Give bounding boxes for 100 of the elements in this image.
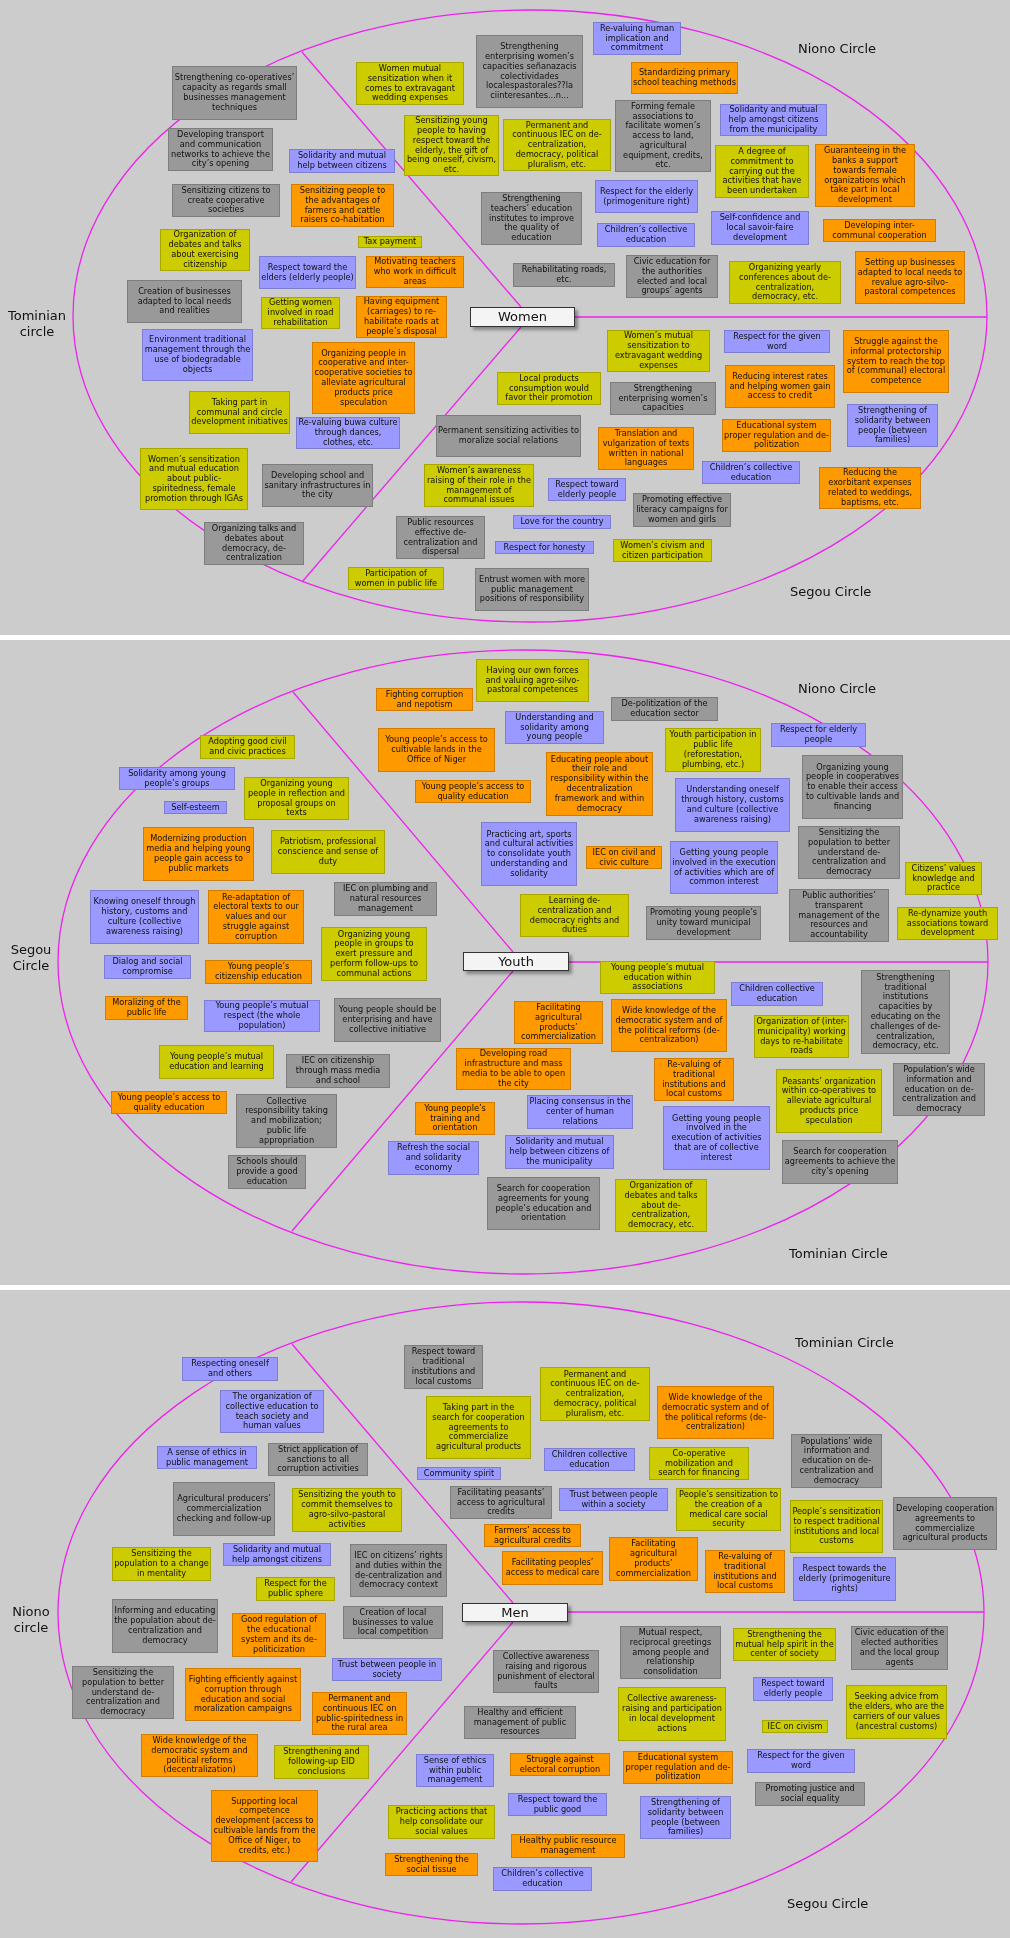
action-box: Placing consensus in the center of human relations	[527, 1095, 633, 1129]
action-box: Re-dynamize youth associations toward development	[897, 907, 998, 940]
action-box: Respect toward elderly people	[548, 478, 626, 501]
action-box: Strengthening of solidarity between people (between families)	[847, 404, 938, 447]
action-box: Respect for the elderly (primogeniture right)	[595, 180, 698, 213]
action-box: Reducing the exorbitant expenses related to weddings, baptisms, etc.	[819, 467, 921, 509]
action-box: Healthy and efficient management of public resources	[464, 1706, 576, 1739]
action-box: Strengthening of solidarity between people (between families)	[640, 1796, 731, 1839]
action-box: Organizing yearly conferences about de-centralization, democracy, etc.	[729, 261, 841, 304]
action-box: Modernizing production media and helping young people gain access to public markets	[143, 827, 254, 881]
action-box: Facilitating peasants’ access to agricultural credits	[450, 1486, 552, 1519]
action-box: Moralizing of the public life	[105, 996, 188, 1020]
action-box: Respect toward the elders (elderly people)	[259, 256, 356, 289]
action-box: Learning de-centralization and democracy rights and duties	[520, 894, 629, 937]
action-box: Strengthening enterprising women’s capacities señanazacis colectividades localespastorales??la ciinteresantes...n...	[476, 35, 583, 108]
action-box: People’s sensitization to the creation of a medical care social security	[676, 1488, 781, 1531]
action-box: IEC on civil and civic culture	[586, 846, 662, 869]
action-box: Strict application of sanctions to all corruption activities	[268, 1443, 368, 1476]
action-box: Young people’s training and orientation	[415, 1102, 495, 1135]
action-box: Participation of women in public life	[348, 567, 444, 590]
action-box: Informing and educating the population about de-centralization and democracy	[112, 1599, 218, 1653]
action-box: Sensitizing citizens to create cooperative societies	[172, 184, 280, 217]
theme-box: Men	[462, 1603, 568, 1622]
action-box: Struggle against the informal protectorship system to reach the top of (communal) electoral competence	[843, 330, 949, 393]
action-box: Women mutual sensitization when it comes to extravagant wedding expenses	[356, 62, 464, 105]
action-box: Entrust women with more public management positions of responsibility	[475, 568, 589, 611]
action-box: Struggle against electoral corruption	[510, 1753, 610, 1776]
action-box: Organizing people in cooperative and inter-cooperative societies to alleviate agricultural products price speculation	[312, 342, 415, 414]
action-box: Women’s mutual sensitization to extravagant wedding expenses	[607, 330, 710, 372]
action-box: Citizens’ values knowledge and practice	[905, 862, 982, 895]
action-box: Developing inter-communal cooperation	[823, 219, 936, 242]
action-box: Re-adaptation of electoral texts to our values and our struggle against corruption	[208, 890, 304, 944]
action-box: Farmers’ access to agricultural credits	[484, 1524, 581, 1547]
region-label: Segou Circle	[787, 1896, 870, 1912]
action-box: Sensitizing young people to having respect toward the elderly, the gift of being oneself, civism, etc.	[404, 115, 499, 176]
action-box: Respecting oneself and others	[182, 1357, 278, 1381]
action-box: Schools should provide a good education	[228, 1155, 306, 1189]
action-box: Practicing art, sports and cultural activities to consolidate youth understanding and solidarity	[481, 822, 577, 886]
action-box: A sense of ethics in public management	[157, 1446, 257, 1469]
action-box: Adopting good civil and civic practices	[200, 735, 295, 759]
action-box: Dialog and social compromise	[104, 955, 191, 979]
action-box: Facilitating peoples’ access to medical care	[502, 1551, 603, 1585]
action-box: Young people’s mutual education and learning	[159, 1045, 274, 1079]
region-label: Niono circle	[11, 1604, 51, 1636]
action-box: Young people’s mutual education within associations	[600, 961, 715, 994]
action-box: De-politization of the education sector	[611, 697, 718, 721]
action-box: Young people’s access to cultivable lands in the Office of Niger	[378, 728, 495, 772]
action-box: Wide knowledge of the democratic system and of the political reforms (de-centralization)	[611, 999, 727, 1052]
action-box: Organizing young people in cooperatives to enable their access to cultivable lands and financing	[802, 755, 903, 819]
action-box: A degree of commitment to carrying out the activities that have been undertaken	[715, 145, 809, 198]
action-box: Co-operative mobilization and search for financing	[649, 1447, 749, 1480]
action-box: Strengthening enterprising women’s capacities	[610, 382, 716, 415]
region-label: Niono Circle	[798, 41, 878, 57]
action-box: Having our own forces and valuing agro-silvo-pastoral competences	[476, 659, 589, 702]
action-box: Search for cooperation agreements for young people’s education and orientation	[487, 1177, 600, 1230]
action-box: Respect for honesty	[495, 541, 594, 554]
action-box: Permanent and continuous IEC on public-spiritedness in the rural area	[312, 1692, 407, 1735]
action-box: IEC on plumbing and natural resources management	[334, 882, 437, 916]
action-box: Public resources effective de-centralization and dispersal	[396, 516, 485, 559]
action-box: Forming female associations to facilitate women’s access to land, agricultural equipment, credits, etc.	[615, 100, 711, 172]
action-box: Collective awareness-raising and participation in local development actions	[618, 1687, 726, 1741]
action-box: Creation of local businesses to value local competition	[343, 1606, 443, 1639]
region-label: Tominian circle	[7, 308, 67, 340]
action-box: Respect towards the elderly (primogeniture rights)	[793, 1557, 896, 1601]
action-box: Knowing oneself through history, customs and culture (collective awareness raising)	[90, 890, 199, 944]
action-box: Strengthening the mutual help spirit in the center of society	[733, 1628, 836, 1661]
action-box: Facilitating agricultural products’ commercialization	[609, 1537, 698, 1581]
region-label: Tominian Circle	[789, 1246, 889, 1262]
action-box: Respect for the given word	[724, 330, 830, 353]
action-box: Strengthening traditional institutions capacities by educating on the challenges of de-centralization, democracy, etc.	[861, 970, 950, 1054]
region-label: Segou Circle	[9, 942, 53, 974]
action-box: Fighting corruption and nepotism	[376, 688, 473, 711]
action-box: Supporting local competence development (access to cultivable lands from the Office of Niger, to credits, etc.)	[211, 1790, 318, 1862]
action-box: Local products consumption would favor their promotion	[497, 372, 601, 405]
action-box: Collective responsibility taking and mobilization; public life appropriation	[236, 1094, 337, 1148]
action-box: Strengthening the social tissue	[385, 1853, 478, 1876]
action-box: Getting young people involved in the execution of activities that are of collective interest	[663, 1106, 770, 1170]
action-box: Refresh the social and solidarity economy	[388, 1141, 479, 1175]
action-box: Developing school and sanitary infrastructures in the city	[262, 464, 373, 507]
action-box: Children collective education	[731, 982, 823, 1006]
action-box: Developing transport and communication networks to achieve the city’s opening	[168, 128, 273, 171]
action-box: Sense of ethics within public management	[416, 1754, 494, 1787]
action-box: Standardizing primary school teaching methods	[631, 62, 738, 94]
action-box: Children’s collective education	[493, 1867, 592, 1891]
action-box: Solidarity and mutual help between citizens of the municipality	[505, 1135, 614, 1169]
action-box: Young people should be enterprising and have collective initiative	[334, 998, 441, 1042]
action-box: Understanding oneself through history, customs and culture (collective awareness raising)	[675, 778, 790, 832]
action-box: Reducing interest rates and helping women gain access to credit	[725, 365, 835, 408]
action-box: Developing cooperation agreements to commercialize agricultural products	[893, 1497, 997, 1550]
action-box: Having equipment (carriages) to re-habilitate roads at people’s disposal	[356, 296, 447, 338]
action-box: Self-confidence and local savoir-faire development	[711, 211, 809, 245]
action-box: Civic education of the elected authorities and the local group agents	[851, 1626, 948, 1670]
action-box: Mutual respect, reciprocal greetings among people and relationship consolidation	[620, 1626, 721, 1679]
action-box: Promoting effective literacy campaigns for women and girls	[633, 493, 731, 527]
action-box: Educating people about their role and responsibility within the decentralization framework and within democracy	[546, 752, 653, 816]
action-box: Educational system proper regulation and de-politization	[722, 419, 831, 452]
action-box: Children collective education	[544, 1448, 635, 1471]
action-box: Taking part in the search for cooperation agreements to commercialize agricultural products	[426, 1396, 531, 1459]
action-box: Creation of businesses adapted to local needs and realities	[127, 280, 242, 323]
action-box: Organization of (inter-municipality) working days to re-habilitate roads	[754, 1015, 849, 1058]
